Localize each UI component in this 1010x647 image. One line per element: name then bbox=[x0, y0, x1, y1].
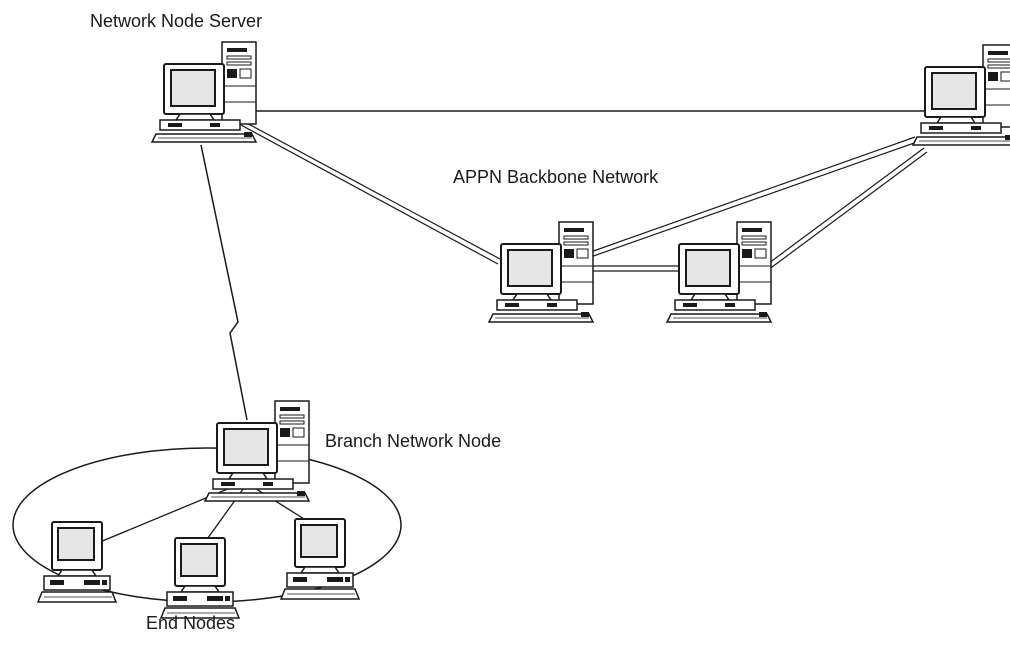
appn-backbone-network-label: APPN Backbone Network bbox=[453, 167, 659, 187]
link-server-center bbox=[227, 112, 501, 265]
end-node-right bbox=[280, 518, 360, 600]
network-node-server-label: Network Node Server bbox=[90, 11, 263, 31]
backbone-node-right bbox=[912, 44, 1010, 146]
backbone-node-center bbox=[488, 221, 594, 323]
link-lightning-server-branch bbox=[200, 144, 248, 421]
link-center-right bbox=[584, 136, 918, 260]
end-node-middle bbox=[160, 537, 240, 619]
backbone-node-inner bbox=[666, 221, 772, 323]
network-node-server bbox=[151, 41, 257, 143]
end-nodes-label: End Nodes bbox=[146, 613, 236, 633]
link-center-inner bbox=[588, 265, 682, 272]
end-node-left bbox=[37, 521, 117, 603]
branch-network-node bbox=[204, 400, 310, 502]
branch-network-node-label: Branch Network Node bbox=[325, 431, 502, 451]
link-inner-right bbox=[764, 147, 928, 271]
